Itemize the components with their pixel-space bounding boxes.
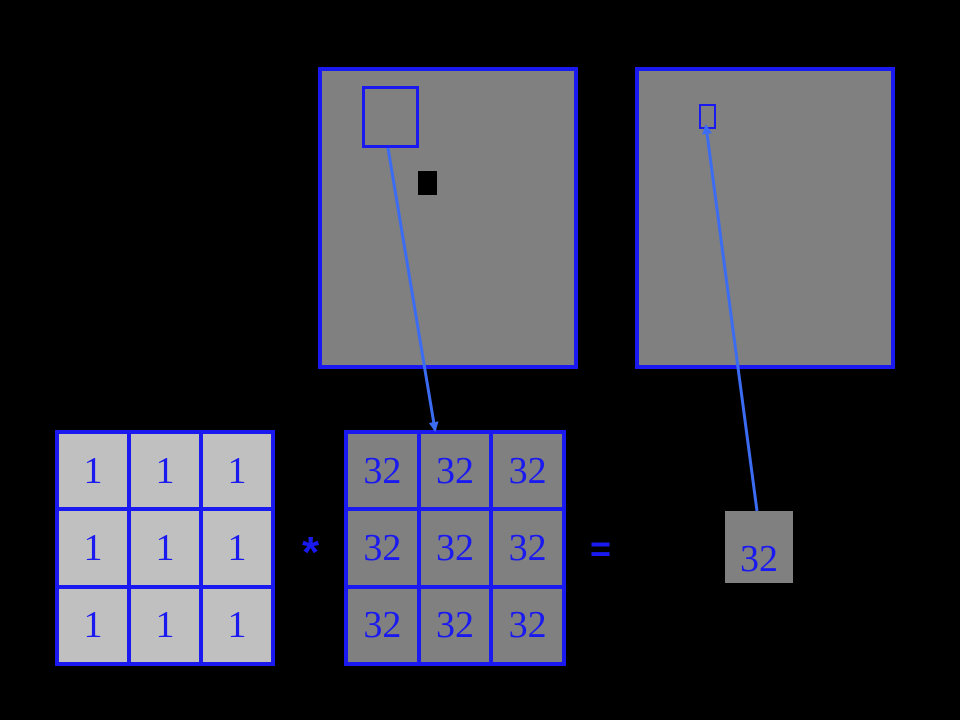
patch-matrix: 32 32 32 32 32 32 32 32 32 — [344, 430, 566, 666]
kernel-cell: 1 — [57, 509, 129, 587]
patch-cell: 32 — [346, 509, 419, 587]
patch-cell: 32 — [418, 509, 492, 587]
kernel-matrix: 1 1 1 1 1 1 1 1 1 — [55, 430, 275, 666]
patch-cell: 32 — [418, 432, 492, 510]
input-window-box — [362, 86, 419, 148]
dark-pixel — [418, 171, 437, 195]
kernel-cell: 1 — [57, 586, 129, 664]
patch-cell: 32 — [491, 432, 564, 510]
kernel-cell: 1 — [57, 432, 129, 510]
result-to-output-arrow — [702, 124, 759, 512]
window-to-patch-arrow — [386, 147, 439, 432]
patch-cell: 32 — [491, 509, 564, 587]
kernel-cell: 1 — [129, 432, 201, 510]
result-cell: 32 — [725, 511, 793, 583]
patch-cell: 32 — [346, 432, 419, 510]
kernel-cell: 1 — [201, 509, 273, 587]
kernel-cell: 1 — [201, 432, 273, 510]
input-image — [318, 67, 578, 369]
kernel-cell: 1 — [129, 509, 201, 587]
kernel-cell: 1 — [129, 586, 201, 664]
kernel-cell: 1 — [201, 586, 273, 664]
output-image — [635, 67, 895, 369]
patch-cell: 32 — [346, 586, 419, 664]
equals-operator: = — [590, 528, 612, 569]
convolve-operator: * — [302, 528, 320, 577]
patch-cell: 32 — [418, 586, 492, 664]
patch-cell: 32 — [491, 586, 564, 664]
